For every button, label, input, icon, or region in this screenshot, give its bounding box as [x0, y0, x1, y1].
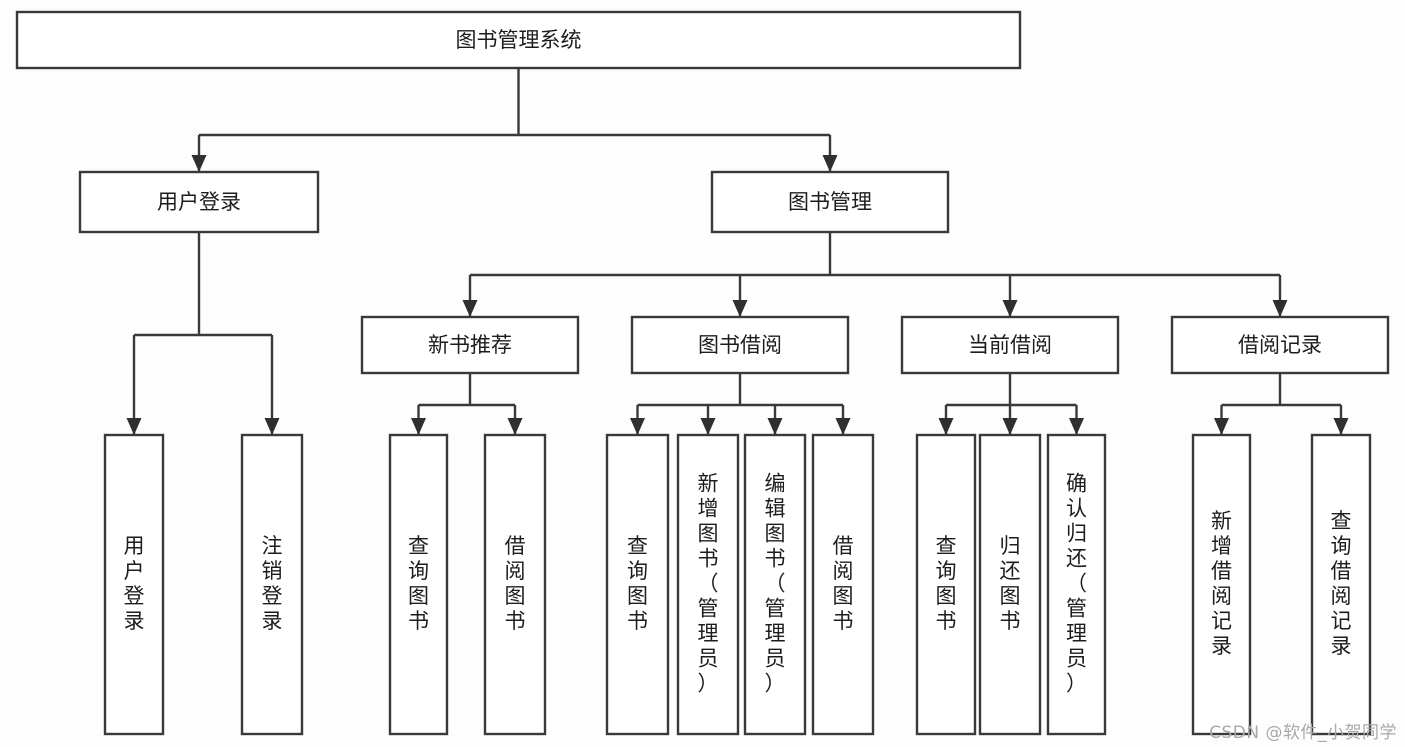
node-leaf-confirm-return-box — [1046, 433, 1107, 736]
arrow-head-icon — [767, 418, 783, 435]
node-leaf-add-book-box — [676, 433, 740, 736]
node-leaf-logout-label: 注销登录 — [262, 534, 283, 633]
node-leaf-query-book-1[interactable]: 查询图书 — [388, 433, 449, 736]
arrow-head-icon — [1214, 418, 1229, 435]
node-leaf-query-book-2[interactable]: 查询图书 — [605, 433, 670, 736]
node-leaf-query-book-2-label: 查询图书 — [627, 534, 648, 633]
node-leaf-query-record[interactable]: 查询借阅记录 — [1310, 433, 1372, 736]
node-leaf-borrow-book-1[interactable]: 借阅图书 — [483, 433, 547, 736]
node-borrow-record-label: 借阅记录 — [1238, 333, 1322, 357]
arrow-head-icon — [938, 418, 954, 435]
arrow-head-icon — [191, 155, 207, 172]
node-leaf-add-record-box — [1191, 433, 1252, 736]
node-root[interactable]: 图书管理系统 — [15, 10, 1022, 70]
node-leaf-logout[interactable]: 注销登录 — [240, 433, 304, 736]
arrow-head-icon — [1333, 418, 1349, 435]
node-leaf-add-book[interactable]: 新增图书（管理员） — [676, 433, 740, 736]
node-leaf-edit-book[interactable]: 编辑图书（管理员） — [743, 433, 807, 736]
arrow-head-icon — [1002, 300, 1018, 317]
node-leaf-query-book-1-label: 查询图书 — [408, 534, 429, 633]
node-new-book-rec-label: 新书推荐 — [428, 333, 512, 357]
node-leaf-query-book-3-box — [915, 433, 977, 736]
arrow-head-icon — [822, 155, 838, 172]
node-leaf-add-record[interactable]: 新增借阅记录 — [1191, 433, 1252, 736]
node-new-book-rec-box — [360, 315, 580, 375]
node-user-login-label: 用户登录 — [157, 190, 241, 214]
node-leaf-user-login-label: 用户登录 — [124, 534, 145, 633]
node-leaf-edit-book-label: 编辑图书（管理员） — [765, 472, 786, 696]
node-leaf-add-book-label: 新增图书（管理员） — [698, 472, 719, 696]
node-book-manage[interactable]: 图书管理 — [710, 170, 950, 234]
node-leaf-query-record-box — [1310, 433, 1372, 736]
node-leaf-borrow-book-1-box — [483, 433, 547, 736]
arrow-head-icon — [700, 418, 716, 435]
node-leaf-borrow-book-2[interactable]: 借阅图书 — [811, 433, 875, 736]
node-leaf-query-book-2-box — [605, 433, 670, 736]
node-root-label: 图书管理系统 — [456, 28, 582, 52]
node-leaf-logout-box — [240, 433, 304, 736]
edge-group-borrow-record — [1214, 373, 1349, 435]
node-borrow-record-box — [1170, 315, 1390, 375]
edge-group-user-login — [126, 232, 280, 435]
arrow-head-icon — [507, 418, 523, 435]
arrow-head-icon — [630, 418, 645, 435]
node-leaf-borrow-book-2-label: 借阅图书 — [833, 534, 854, 633]
arrow-head-icon — [264, 418, 280, 435]
node-current-borrow-box — [900, 315, 1120, 375]
node-leaf-query-book-3-label: 查询图书 — [936, 534, 957, 633]
node-book-manage-label: 图书管理 — [788, 190, 872, 214]
node-book-manage-box — [710, 170, 950, 234]
edge-group-book-manage — [462, 232, 1288, 317]
node-leaf-return-book-box — [978, 433, 1042, 736]
node-book-borrow[interactable]: 图书借阅 — [630, 315, 850, 375]
arrow-head-icon — [835, 418, 851, 435]
node-root-box — [15, 10, 1022, 70]
node-leaf-edit-book-box — [743, 433, 807, 736]
node-new-book-rec[interactable]: 新书推荐 — [360, 315, 580, 375]
edge-group-new-book-rec — [411, 373, 523, 435]
node-user-login-box — [78, 170, 320, 234]
arrow-head-icon — [1272, 300, 1288, 317]
node-leaf-query-book-1-box — [388, 433, 449, 736]
arrow-head-icon — [462, 300, 478, 317]
node-leaf-user-login[interactable]: 用户登录 — [103, 433, 165, 736]
edge-group-current-borrow — [938, 373, 1084, 435]
node-leaf-query-book-3[interactable]: 查询图书 — [915, 433, 977, 736]
node-leaf-return-book-label: 归还图书 — [1000, 534, 1021, 633]
node-book-borrow-box — [630, 315, 850, 375]
node-current-borrow-label: 当前借阅 — [968, 333, 1052, 357]
node-borrow-record[interactable]: 借阅记录 — [1170, 315, 1390, 375]
edge-group-root — [191, 68, 838, 172]
node-current-borrow[interactable]: 当前借阅 — [900, 315, 1120, 375]
node-layer: 图书管理系统用户登录图书管理新书推荐图书借阅当前借阅借阅记录用户登录注销登录查询… — [15, 10, 1390, 736]
arrow-head-icon — [126, 418, 142, 435]
connector-layer — [126, 68, 1349, 435]
node-user-login[interactable]: 用户登录 — [78, 170, 320, 234]
node-leaf-confirm-return-label: 确认归还（管理员） — [1066, 472, 1087, 696]
node-leaf-return-book[interactable]: 归还图书 — [978, 433, 1042, 736]
node-book-borrow-label: 图书借阅 — [698, 333, 782, 357]
edge-group-book-borrow — [630, 373, 851, 435]
arrow-head-icon — [732, 300, 748, 317]
arrow-head-icon — [1002, 418, 1018, 435]
node-leaf-borrow-book-2-box — [811, 433, 875, 736]
arrow-head-icon — [1069, 418, 1084, 435]
node-leaf-add-record-label: 新增借阅记录 — [1211, 509, 1232, 658]
arrow-head-icon — [411, 418, 426, 435]
node-leaf-borrow-book-1-label: 借阅图书 — [505, 534, 526, 633]
node-leaf-user-login-box — [103, 433, 165, 736]
node-leaf-query-record-label: 查询借阅记录 — [1331, 509, 1352, 658]
node-leaf-confirm-return[interactable]: 确认归还（管理员） — [1046, 433, 1107, 736]
